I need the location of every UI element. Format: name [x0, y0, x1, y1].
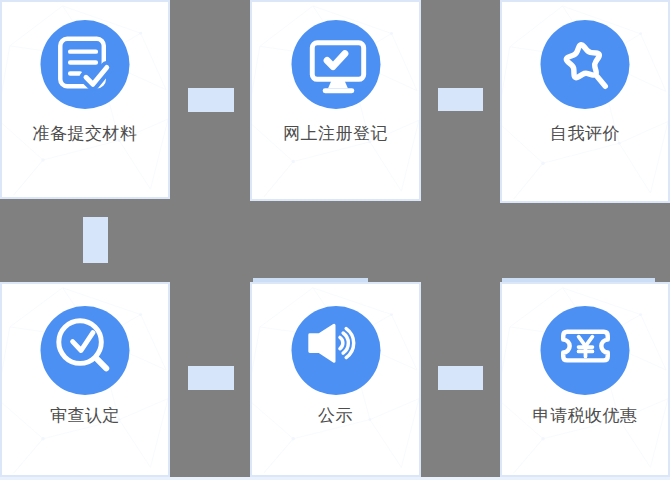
- speaker-icon: [291, 306, 380, 395]
- star-magnifier-icon: [541, 20, 630, 109]
- step-label: 审查认定: [2, 404, 168, 427]
- connector-4: [438, 366, 483, 390]
- connector-vertical: [83, 217, 108, 263]
- step-card-prepare-materials: 准备提交材料: [0, 0, 170, 199]
- step-card-review-confirmation: 审查认定: [0, 282, 170, 477]
- document-check-icon: [41, 20, 130, 109]
- step-label: 自我评价: [502, 122, 668, 145]
- card-top-accent: [253, 278, 368, 282]
- step-label: 网上注册登记: [252, 122, 419, 145]
- ticket-yuan-icon: [541, 306, 630, 395]
- step-card-apply-tax-benefits: 申请税收优惠: [500, 282, 670, 477]
- card-top-accent: [502, 278, 655, 282]
- connector-3: [188, 366, 234, 390]
- step-label: 公示: [252, 404, 419, 427]
- connector-1: [188, 88, 234, 112]
- monitor-check-icon: [291, 20, 380, 109]
- magnifier-check-icon: [41, 306, 130, 395]
- step-label: 申请税收优惠: [502, 404, 668, 427]
- step-card-public-announcement: 公示: [250, 282, 421, 477]
- step-label: 准备提交材料: [2, 122, 168, 145]
- step-card-self-evaluation: 自我评价: [500, 0, 670, 203]
- connector-2: [438, 88, 483, 111]
- step-card-online-registration: 网上注册登记: [250, 0, 421, 201]
